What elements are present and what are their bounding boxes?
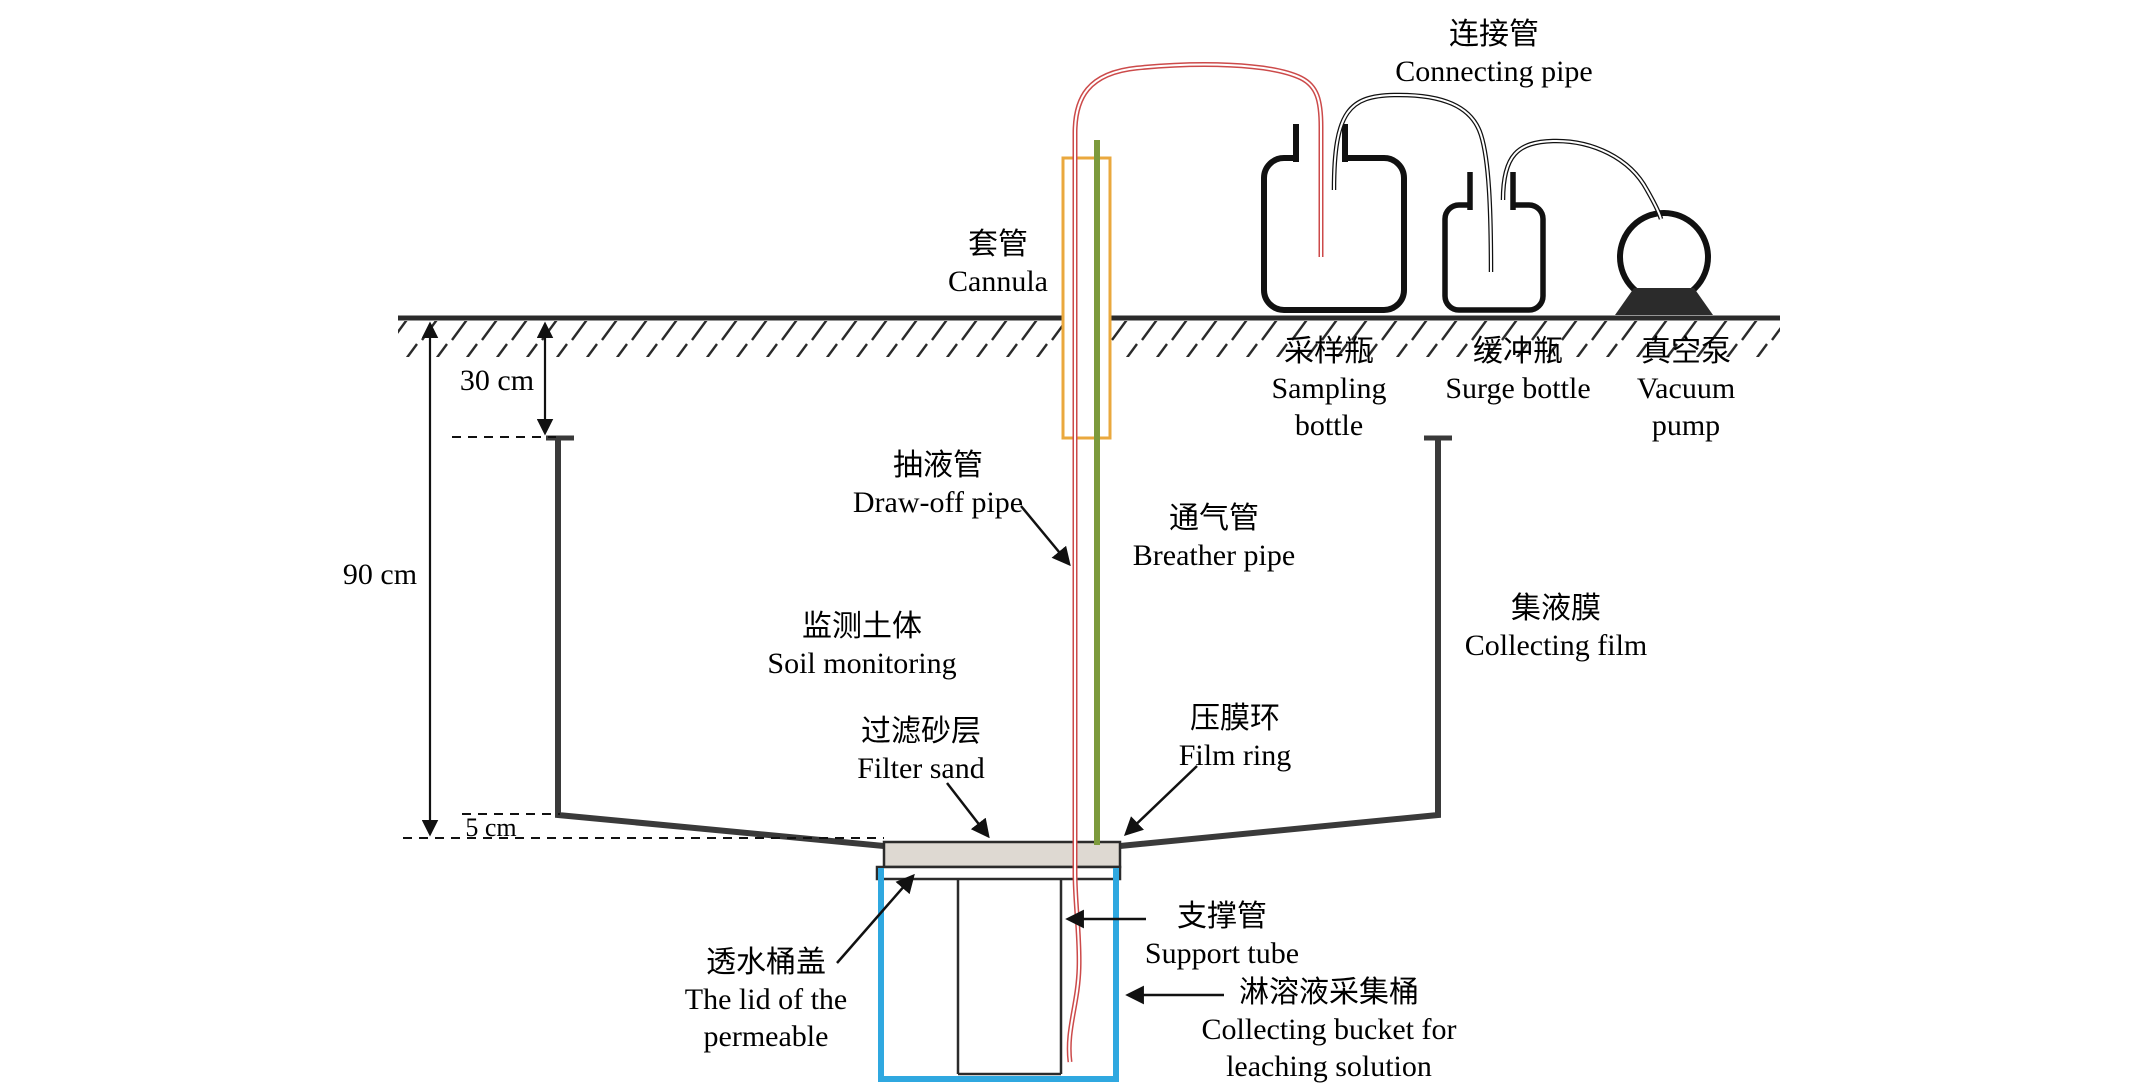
arrow-film-ring	[1123, 765, 1198, 836]
dim-label-30cm: 30 cm	[460, 362, 534, 399]
label-collecting-film: 集液膜 Collecting film	[1465, 590, 1647, 664]
label-sampling-bottle: 采样瓶 Sampling bottle	[1271, 333, 1386, 444]
draw-off-pipe-line	[1066, 62, 1324, 1063]
label-vacuum-pump-en1: Vacuum	[1636, 372, 1736, 405]
label-soil-monitoring-zh: 监测土体	[802, 610, 922, 643]
connecting-pipe-1	[1331, 92, 1494, 273]
label-film-ring: 压膜环 Film ring	[1179, 700, 1292, 774]
draw-off-pipe-inner	[1068, 63, 1322, 1063]
label-support-tube: 支撑管 Support tube	[1145, 898, 1299, 972]
connecting-pipe-2	[1500, 138, 1664, 220]
label-connecting-pipe: 连接管 Connecting pipe	[1395, 16, 1592, 90]
label-collecting-bucket-en2: leaching solution	[1226, 1050, 1432, 1083]
label-sampling-bottle-zh: 采样瓶	[1283, 335, 1374, 368]
label-soil-monitoring: 监测土体 Soil monitoring	[767, 608, 956, 682]
dim-label-90cm: 90 cm	[343, 556, 417, 593]
collecting-film-right-wall	[1119, 440, 1441, 849]
arrow-permeable-lid	[836, 873, 915, 964]
label-collecting-bucket: 淋溶液采集桶 Collecting bucket for leaching so…	[1202, 974, 1457, 1085]
label-filter-sand-en: Filter sand	[857, 752, 985, 785]
dim-label-30cm-text: 30 cm	[459, 364, 535, 397]
label-draw-off-pipe: 抽液管 Draw-off pipe	[853, 447, 1023, 521]
label-surge-bottle: 缓冲瓶 Surge bottle	[1445, 333, 1590, 407]
vacuum-pump-circle	[1617, 210, 1711, 304]
label-collecting-bucket-zh: 淋溶液采集桶	[1239, 976, 1419, 1009]
label-cannula: 套管 Cannula	[948, 226, 1048, 300]
support-tube-shape	[956, 879, 1063, 1076]
label-permeable-lid-en2: permeable	[703, 1020, 829, 1053]
permeable-lid-shape	[875, 865, 1122, 881]
label-support-tube-en: Support tube	[1144, 937, 1300, 970]
label-vacuum-pump-zh: 真空泵	[1641, 335, 1731, 368]
label-connecting-pipe-en: Connecting pipe	[1395, 55, 1593, 88]
label-support-tube-zh: 支撑管	[1176, 900, 1267, 933]
filter-sand-layer	[882, 840, 1122, 869]
surge-bottle-body	[1442, 202, 1546, 313]
label-sampling-bottle-en2: bottle	[1294, 409, 1364, 442]
vacuum-pump-stand	[1615, 288, 1713, 315]
label-permeable-lid-zh: 透水桶盖	[705, 946, 826, 979]
label-vacuum-pump: 真空泵 Vacuum pump	[1637, 333, 1735, 444]
connecting-pipe-1-inner	[1333, 93, 1492, 273]
label-breather-pipe-zh: 通气管	[1168, 502, 1259, 535]
label-cannula-en: Cannula	[948, 265, 1048, 298]
label-filter-sand: 过滤砂层 Filter sand	[857, 713, 985, 787]
cannula-shape	[1061, 156, 1112, 440]
connecting-pipe-2-inner	[1502, 139, 1662, 220]
surge-bottle-shape	[1442, 172, 1546, 313]
dim-label-90cm-text: 90 cm	[342, 558, 418, 591]
dim-label-5cm: 5 cm	[465, 813, 516, 843]
label-sampling-bottle-en1: Sampling	[1271, 372, 1387, 405]
label-collecting-film-en: Collecting film	[1464, 629, 1648, 662]
label-soil-monitoring-en: Soil monitoring	[767, 647, 957, 680]
dim-label-5cm-text: 5 cm	[465, 813, 517, 842]
label-connecting-pipe-zh: 连接管	[1449, 18, 1539, 51]
label-breather-pipe: 通气管 Breather pipe	[1133, 500, 1295, 574]
vacuum-pump-shape	[1615, 210, 1713, 315]
label-film-ring-zh: 压膜环	[1189, 702, 1280, 735]
label-draw-off-pipe-zh: 抽液管	[893, 449, 983, 482]
label-surge-bottle-zh: 缓冲瓶	[1473, 335, 1563, 368]
label-permeable-lid: 透水桶盖 The lid of the permeable	[685, 944, 847, 1055]
label-permeable-lid-en1: The lid of the	[684, 983, 848, 1016]
label-filter-sand-zh: 过滤砂层	[861, 715, 981, 748]
label-film-ring-en: Film ring	[1178, 739, 1292, 772]
arrow-draw-off-pipe	[1020, 505, 1071, 567]
label-cannula-zh: 套管	[967, 228, 1028, 261]
label-draw-off-pipe-en: Draw-off pipe	[852, 486, 1024, 519]
label-vacuum-pump-en2: pump	[1651, 409, 1721, 442]
label-breather-pipe-en: Breather pipe	[1132, 539, 1296, 572]
label-collecting-bucket-en1: Collecting bucket for	[1201, 1013, 1457, 1046]
label-collecting-film-zh: 集液膜	[1510, 592, 1601, 625]
label-surge-bottle-en: Surge bottle	[1445, 372, 1591, 405]
arrow-filter-sand	[946, 782, 990, 839]
collecting-bucket-shape	[878, 868, 1119, 1082]
